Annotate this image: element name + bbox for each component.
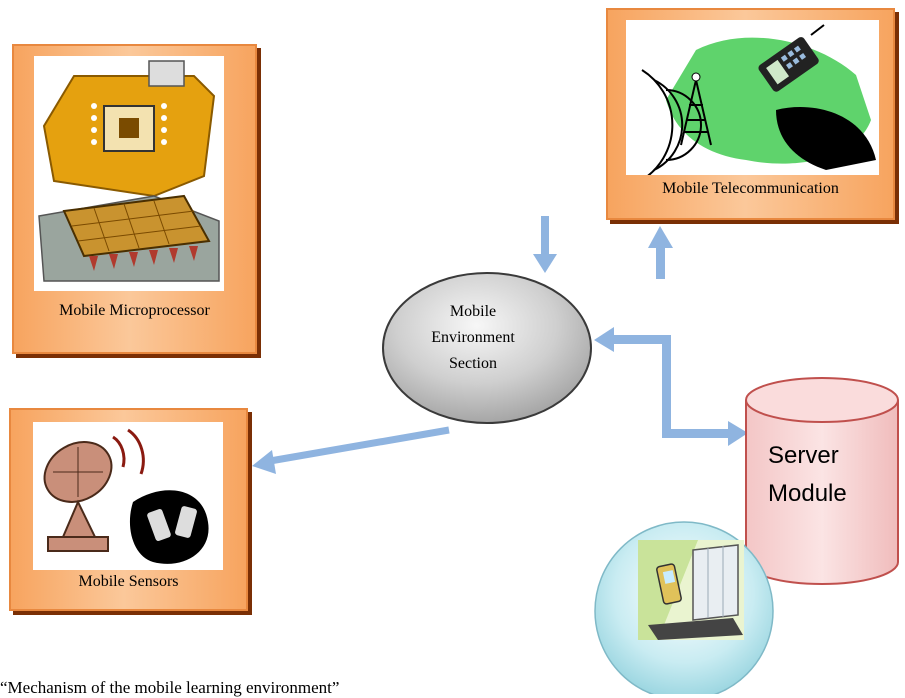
phone-laptop-icon — [638, 540, 744, 640]
server-label: Server Module — [768, 437, 888, 513]
cell-tower-phone-icon — [626, 20, 879, 175]
satellite-dish-icon — [33, 422, 223, 570]
environment-label-line: Environment — [431, 329, 515, 346]
microprocessor-node: Mobile Microprocessor — [12, 44, 257, 354]
arrow-to-sensors — [252, 426, 450, 474]
server-label-line: Module — [768, 480, 847, 507]
telecommunication-node: Mobile Telecommunication — [606, 8, 895, 220]
sensors-label: Mobile Sensors — [78, 573, 179, 590]
environment-ellipse — [382, 272, 592, 424]
sensors-node: Mobile Sensors — [9, 408, 248, 611]
environment-label-line: Section — [449, 355, 497, 372]
microchip-icon — [34, 56, 224, 291]
environment-label: Mobile Environment Section — [398, 299, 548, 377]
telecommunication-label: Mobile Telecommunication — [662, 180, 839, 197]
figure-caption: “Mechanism of the mobile learning enviro… — [0, 678, 340, 697]
server-label-line: Server — [768, 442, 839, 469]
microprocessor-label: Mobile Microprocessor — [59, 302, 210, 319]
arrow-environment-server — [594, 327, 748, 446]
arrow-to-telecommunication — [648, 226, 673, 279]
arrow-to-environment — [533, 216, 557, 273]
environment-label-line: Mobile — [449, 303, 497, 320]
